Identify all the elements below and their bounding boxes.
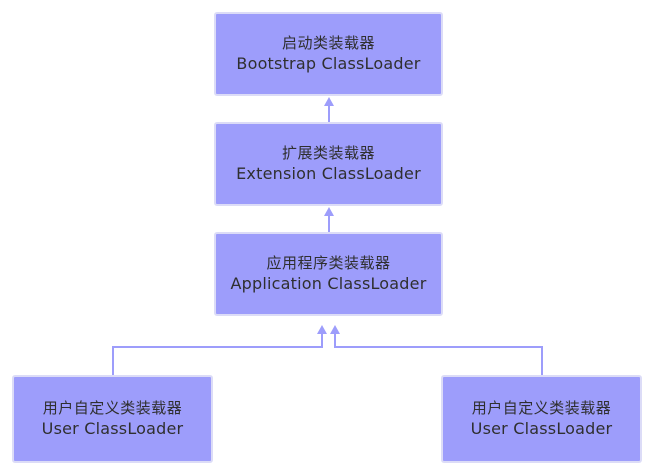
node-application-classloader-label-en: Application ClassLoader xyxy=(230,274,427,294)
node-application-classloader-label-cn: 应用程序类装载器 xyxy=(266,254,391,273)
node-user-classloader-right-label-en: User ClassLoader xyxy=(470,419,613,439)
node-bootstrap-classloader-label-en: Bootstrap ClassLoader xyxy=(236,54,421,74)
node-extension-classloader-label-en: Extension ClassLoader xyxy=(236,164,421,184)
edge-user-right-to-application-line xyxy=(334,334,336,347)
node-bootstrap-classloader-label-cn: 启动类装载器 xyxy=(281,34,375,53)
node-user-classloader-right-label-cn: 用户自定义类装载器 xyxy=(471,399,612,418)
edge-user-left-to-application-horizontal xyxy=(112,346,323,348)
edge-application-to-extension-line xyxy=(328,215,330,232)
node-application-classloader[interactable]: 应用程序类装载器 Application ClassLoader xyxy=(214,232,443,316)
node-extension-classloader-label-cn: 扩展类装载器 xyxy=(281,144,375,163)
edge-user-left-to-application-line xyxy=(321,334,323,347)
edge-user-right-to-application-horizontal xyxy=(334,346,543,348)
node-extension-classloader[interactable]: 扩展类装载器 Extension ClassLoader xyxy=(214,122,443,206)
edge-extension-to-bootstrap-arrowhead xyxy=(324,97,334,106)
edge-extension-to-bootstrap-line xyxy=(328,105,330,122)
edge-user-left-to-application-riser xyxy=(112,346,114,375)
node-user-classloader-left-label-cn: 用户自定义类装载器 xyxy=(42,399,183,418)
node-user-classloader-left-label-en: User ClassLoader xyxy=(41,419,184,439)
node-bootstrap-classloader[interactable]: 启动类装载器 Bootstrap ClassLoader xyxy=(214,12,443,96)
edge-application-to-extension-arrowhead xyxy=(324,207,334,216)
node-user-classloader-right[interactable]: 用户自定义类装载器 User ClassLoader xyxy=(441,375,642,463)
edge-user-right-to-application-riser xyxy=(541,346,543,375)
edge-user-left-to-application-arrowhead xyxy=(317,325,327,334)
edge-user-right-to-application-arrowhead xyxy=(330,325,340,334)
node-user-classloader-left[interactable]: 用户自定义类装载器 User ClassLoader xyxy=(12,375,213,463)
